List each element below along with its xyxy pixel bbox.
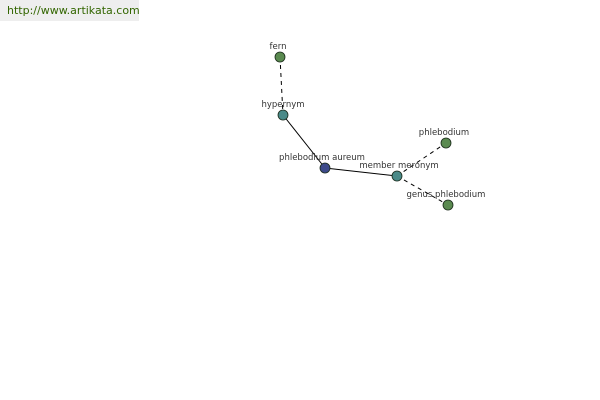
node-hypernym[interactable]: [277, 109, 289, 121]
graph-nodes: [274, 51, 454, 211]
url-banner: http://www.artikata.com: [0, 0, 140, 21]
node-genus-phlebodium[interactable]: [442, 199, 454, 211]
edge-member_meronym-phlebodium: [396, 142, 447, 177]
node-label-center[interactable]: phlebodium aureum: [279, 153, 365, 163]
node-label-hypernym[interactable]: hypernym: [261, 100, 304, 110]
node-label-member-meronym[interactable]: member meronym: [359, 161, 438, 171]
graph-edges: [279, 56, 449, 206]
url-link[interactable]: http://www.artikata.com: [7, 4, 140, 17]
node-label-fern[interactable]: fern: [270, 42, 287, 52]
node-label-phlebodium[interactable]: phlebodium: [419, 128, 469, 138]
node-center[interactable]: [319, 162, 331, 174]
edge-hypernym-center: [282, 114, 326, 169]
node-member-meronym[interactable]: [391, 170, 403, 182]
edge-member_meronym-genus_phlebodium: [396, 175, 449, 206]
edge-center-member_meronym: [324, 167, 398, 177]
node-phlebodium[interactable]: [440, 137, 452, 149]
node-fern[interactable]: [274, 51, 286, 63]
edge-fern-hypernym: [279, 56, 284, 116]
node-label-genus-phlebodium[interactable]: genus phlebodium: [407, 190, 486, 200]
